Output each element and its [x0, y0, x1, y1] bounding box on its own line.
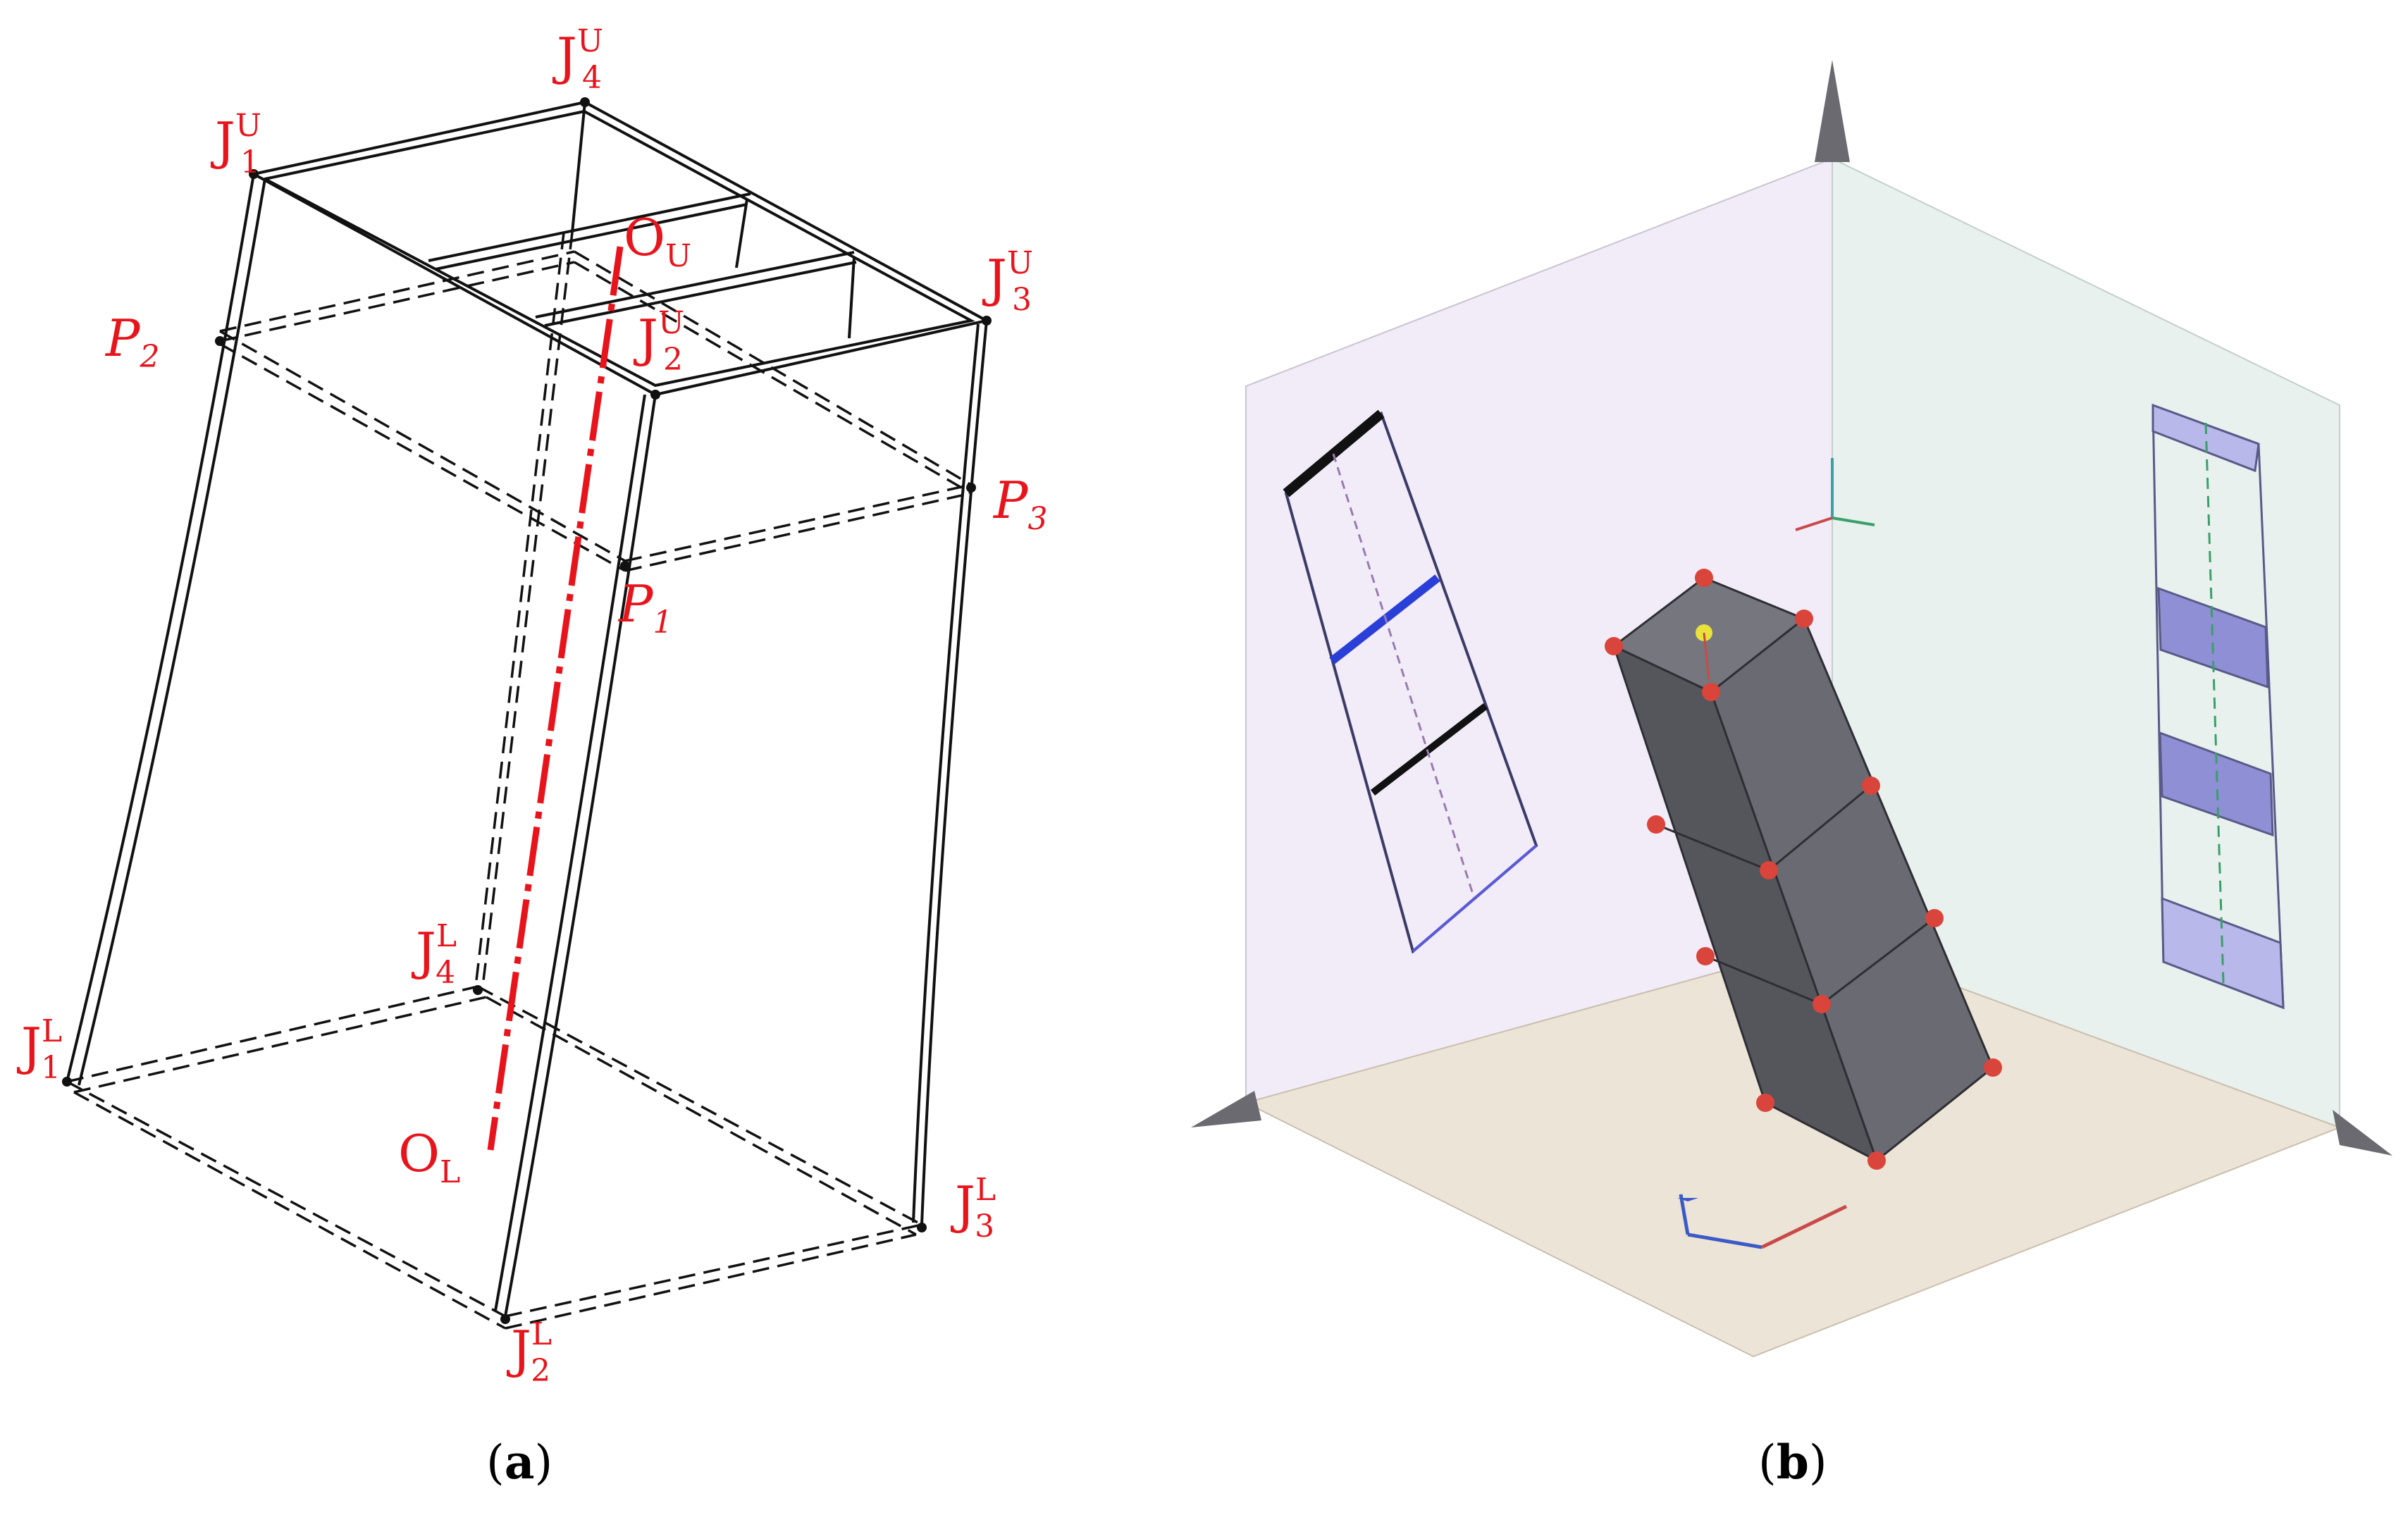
label-p2: P2	[104, 309, 159, 375]
center-axis	[487, 246, 624, 1151]
z-axis-cone-icon	[1815, 60, 1850, 162]
x-axis-cone-icon	[1191, 1091, 1261, 1127]
hidden-lines	[66, 232, 972, 1330]
panel-b-3d-model	[1191, 60, 2392, 1358]
label-ol: OL	[398, 1124, 460, 1190]
caption-b: (b)	[1758, 1435, 1827, 1490]
node-dots	[62, 97, 992, 1324]
label-p1: P1	[617, 574, 672, 641]
floor-axis-arrows-icon	[1677, 1194, 1848, 1249]
joint-markers	[1605, 569, 2002, 1170]
tilted-column-block	[1612, 576, 1994, 1163]
label-ou: OU	[624, 208, 691, 274]
label-p3: P3	[992, 471, 1047, 537]
coordinate-triad-icon	[1795, 458, 1875, 531]
left-wall-projection	[1283, 409, 1538, 954]
right-wall-projection	[2151, 403, 2285, 1010]
y-axis-cone-icon	[2333, 1110, 2392, 1156]
caption-a: (a)	[486, 1435, 552, 1490]
vertical-members	[66, 173, 988, 1317]
